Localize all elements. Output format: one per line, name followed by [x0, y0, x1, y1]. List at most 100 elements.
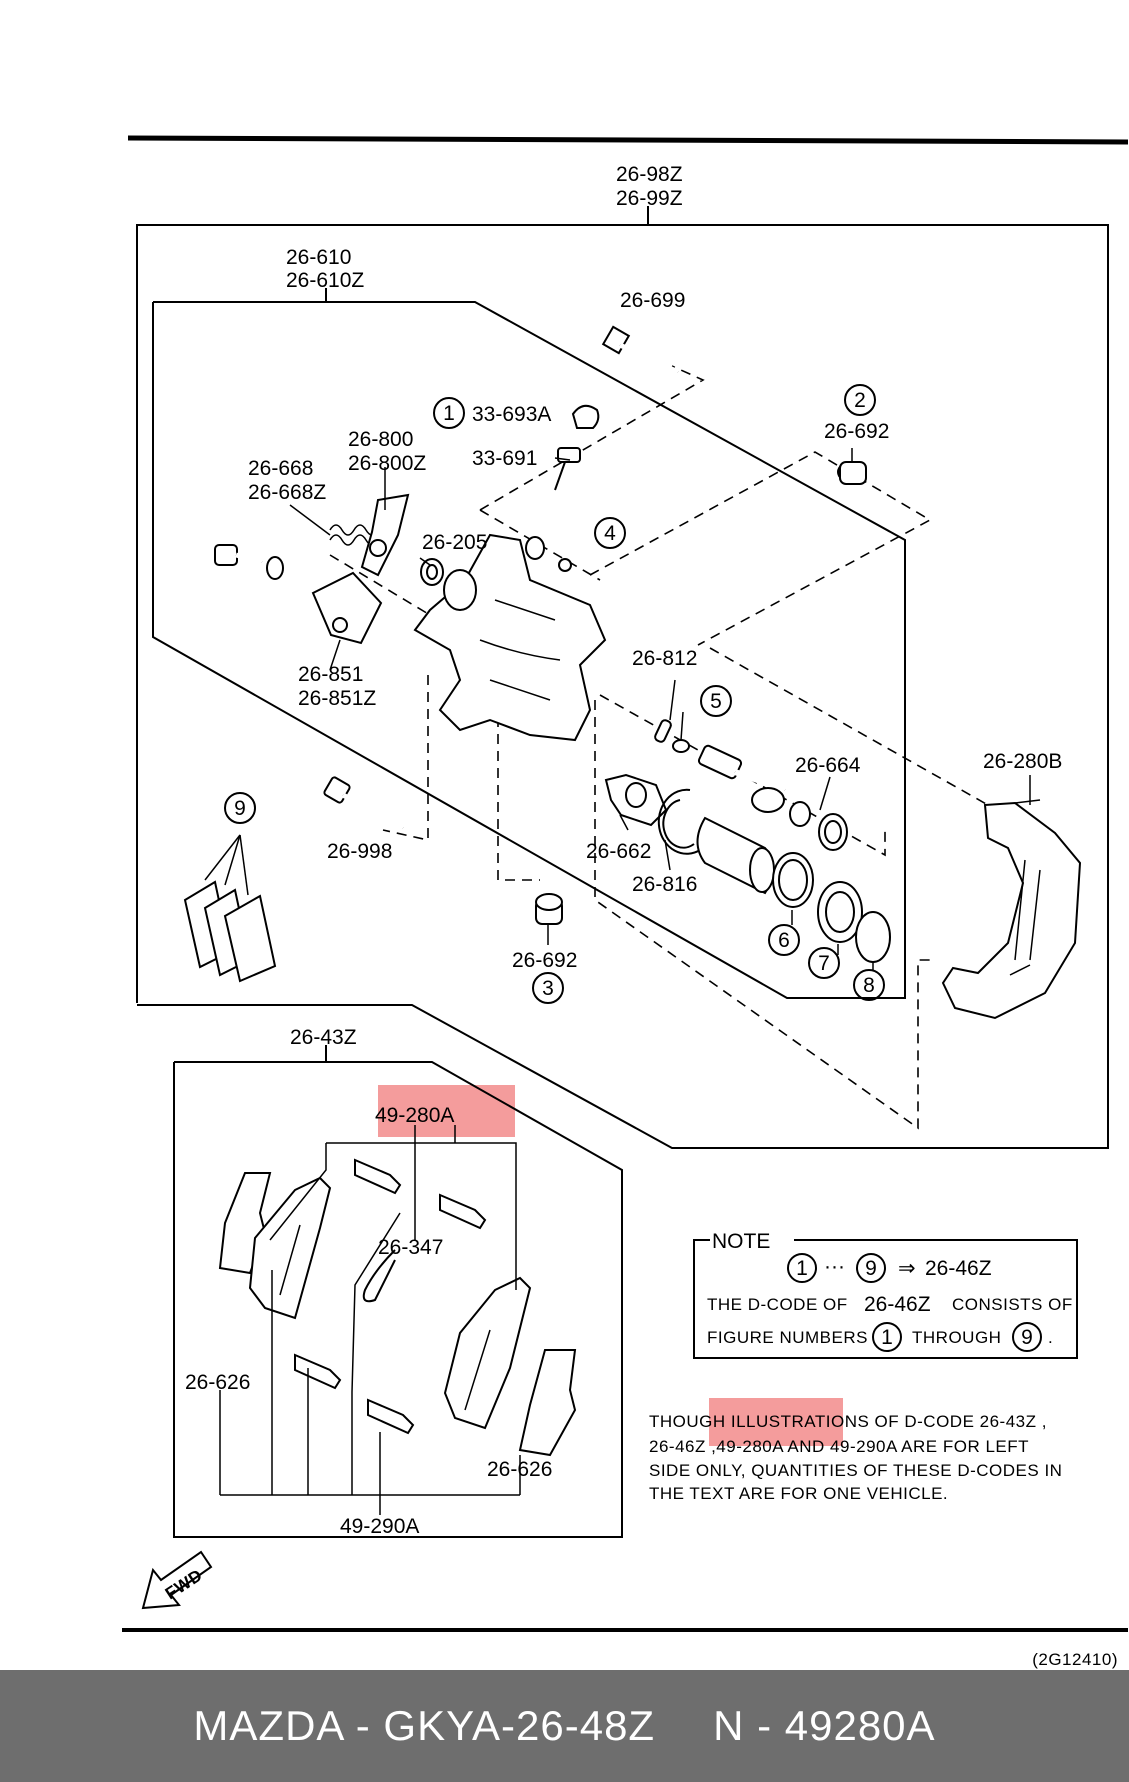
- circled-number-5: 5: [700, 685, 732, 717]
- brake-pad-left: [248, 1176, 332, 1320]
- label-26-851z: 26-851Z: [298, 687, 376, 710]
- label-26-626-right: 26-626: [487, 1458, 552, 1481]
- label-49-280a: 49-280A: [375, 1104, 454, 1127]
- highlight-box-disclaimer: [709, 1398, 843, 1446]
- piston: [696, 816, 775, 895]
- label-26-851: 26-851: [298, 663, 363, 686]
- svg-text:⇒: ⇒: [898, 1257, 916, 1280]
- adjuster-shaft: [697, 744, 848, 851]
- circled-number-7: 7: [808, 947, 840, 979]
- label-26-280b: 26-280B: [983, 750, 1062, 773]
- label-26-662: 26-662: [586, 840, 651, 863]
- label-26-668: 26-668: [248, 457, 313, 480]
- pin-26-812: [654, 719, 690, 753]
- caption-right-text: N - 49280A: [713, 1702, 936, 1749]
- label-26-692-top: 26-692: [824, 420, 889, 443]
- mounting-support-26-280b: [941, 799, 1082, 1020]
- bracket-26-662: [604, 773, 668, 827]
- svg-text:1: 1: [881, 1326, 893, 1349]
- label-26-692-bottom: 26-692: [512, 949, 577, 972]
- circled-number-3: 3: [532, 972, 564, 1004]
- snap-ring-26-816: [657, 788, 701, 855]
- label-26-664: 26-664: [795, 754, 861, 777]
- dashed-leaders: [329, 365, 989, 1130]
- pad-set-9: [183, 834, 277, 983]
- svg-text:CONSISTS OF: CONSISTS OF: [952, 1295, 1073, 1314]
- caliper-outline-26-610: [152, 288, 906, 999]
- label-26-347: 26-347: [378, 1236, 443, 1259]
- label-26-610z: 26-610Z: [286, 269, 364, 292]
- svg-text:THROUGH: THROUGH: [912, 1328, 1001, 1347]
- label-49-290a: 49-290A: [340, 1515, 419, 1538]
- fwd-arrow-icon: FWD: [141, 1550, 213, 1610]
- svg-text:1: 1: [443, 402, 455, 425]
- dust-boot-7: [817, 881, 863, 943]
- svg-text:THE D-CODE OF: THE D-CODE OF: [707, 1295, 848, 1314]
- clip-lower-left: [294, 1353, 342, 1390]
- highlight-box-49280a: [378, 1085, 515, 1137]
- bracket-26-851: [311, 571, 383, 645]
- circled-number-1: 1: [433, 397, 465, 429]
- svg-text:9: 9: [1021, 1326, 1033, 1349]
- assembly-outline-26-98z: [136, 206, 1109, 1149]
- bushing-26-692-top: [837, 461, 867, 485]
- bolt-26-699: [601, 325, 680, 375]
- svg-text:2: 2: [854, 389, 866, 412]
- clip-lower-right: [367, 1398, 415, 1435]
- shim-26-626-right: [518, 1349, 577, 1457]
- svg-text:FIGURE NUMBERS: FIGURE NUMBERS: [707, 1328, 868, 1347]
- bleeder-33-691: [554, 447, 581, 491]
- label-26-668z: 26-668Z: [248, 481, 326, 504]
- svg-text:5: 5: [710, 690, 722, 713]
- top-rule: [127, 135, 1129, 145]
- svg-text:SIDE ONLY, QUANTITIES OF THESE: SIDE ONLY, QUANTITIES OF THESE D-CODES I…: [649, 1461, 1062, 1480]
- svg-text:7: 7: [818, 952, 830, 975]
- svg-text:6: 6: [778, 929, 790, 952]
- lever-26-800: [360, 493, 410, 577]
- pad-kit-outline-26-43z: [173, 1045, 623, 1538]
- note-box: NOTE 1 ··· 9 ⇒ 26-46Z THE D-CODE OF 26-4…: [693, 1230, 1078, 1359]
- label-26-98z: 26-98Z: [616, 163, 683, 186]
- parts-diagram: FWD 26-98Z 26-99Z 26-610 26-610Z 26-699 …: [122, 135, 1129, 1669]
- caption-left-text: MAZDA - GKYA-26-48Z: [193, 1702, 656, 1749]
- circled-number-9: 9: [224, 792, 256, 824]
- svg-text:THOUGH ILLUSTRATIONS OF D-CODE: THOUGH ILLUSTRATIONS OF D-CODE 26-43Z ,: [649, 1412, 1047, 1431]
- label-26-699: 26-699: [620, 289, 685, 312]
- svg-text:1: 1: [796, 1257, 808, 1280]
- label-leaders: [289, 448, 1031, 970]
- bolt-26-998: [323, 776, 405, 831]
- circled-number-8: 8: [853, 969, 885, 1001]
- label-26-998: 26-998: [327, 840, 392, 863]
- svg-text:9: 9: [234, 797, 246, 820]
- svg-text:3: 3: [542, 977, 554, 1000]
- label-26-610: 26-610: [286, 246, 351, 269]
- label-33-693a: 33-693A: [472, 403, 551, 426]
- o-ring-8: [855, 911, 891, 963]
- disclaimer-text: THOUGH ILLUSTRATIONS OF D-CODE 26-43Z , …: [649, 1412, 1062, 1503]
- svg-text:26-46Z: 26-46Z: [864, 1293, 931, 1316]
- label-26-800z: 26-800Z: [348, 452, 426, 475]
- label-26-816: 26-816: [632, 873, 697, 896]
- clip-upper-right: [439, 1193, 487, 1230]
- bushing-26-692-bottom: [535, 893, 563, 925]
- clip-upper-left: [354, 1158, 402, 1195]
- label-26-99z: 26-99Z: [616, 187, 683, 210]
- label-26-205: 26-205: [422, 531, 487, 554]
- label-26-812: 26-812: [632, 647, 697, 670]
- brake-pad-right: [443, 1276, 532, 1430]
- label-33-691: 33-691: [472, 447, 537, 470]
- circled-number-2: 2: [844, 384, 876, 416]
- cap-33-693a: [571, 404, 600, 429]
- note-title: NOTE: [712, 1230, 770, 1253]
- svg-text:.: .: [1048, 1328, 1053, 1347]
- piston-seal-6: [772, 852, 814, 908]
- label-26-800: 26-800: [348, 428, 413, 451]
- caliper-body: [413, 533, 607, 742]
- svg-text:26-46Z: 26-46Z: [925, 1257, 992, 1280]
- svg-text:9: 9: [865, 1257, 877, 1280]
- seal-26-205: [420, 558, 444, 586]
- svg-text:4: 4: [604, 522, 616, 545]
- bolt-left: [214, 544, 284, 580]
- label-26-43z: 26-43Z: [290, 1026, 357, 1049]
- spring-26-347: [362, 1249, 396, 1303]
